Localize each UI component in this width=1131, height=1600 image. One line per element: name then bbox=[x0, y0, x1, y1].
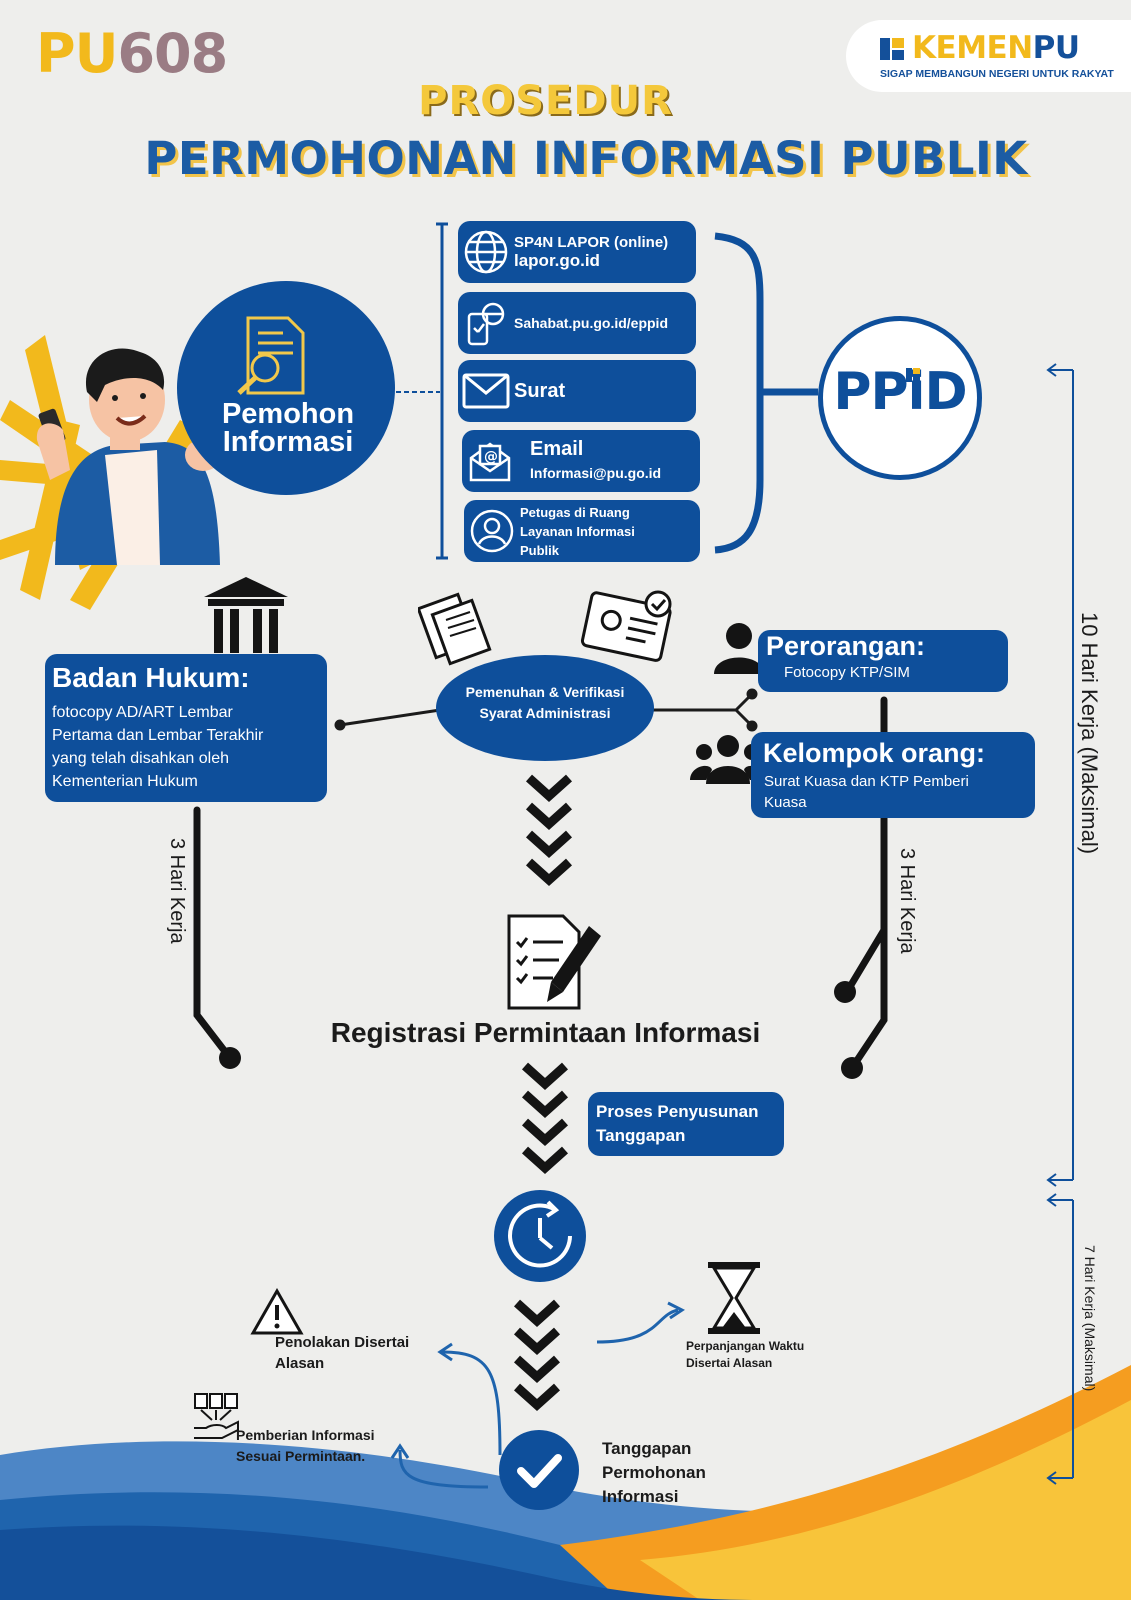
hourglass-icon bbox=[708, 1262, 760, 1334]
checklist-pen-icon bbox=[507, 914, 601, 1010]
verifikasi-ellipse bbox=[436, 655, 654, 761]
hari-kerja-7: 7 Hari Kerja (Maksimal) bbox=[1082, 1245, 1098, 1392]
channel-eppid[interactable]: Sahabat.pu.go.id/eppid bbox=[458, 292, 696, 354]
documents-icon bbox=[418, 592, 492, 666]
id-card-check-icon bbox=[580, 590, 672, 662]
badan-hukum-title: Badan Hukum: bbox=[52, 662, 250, 693]
ppid-emblem-icon bbox=[906, 368, 920, 382]
chevrons-down-icon bbox=[513, 1299, 561, 1412]
registrasi-label: Registrasi Permintaan Informasi bbox=[330, 1017, 761, 1048]
warning-icon bbox=[250, 1288, 304, 1335]
channel-sp4n-lapor[interactable]: SP4N LAPOR (online)lapor.go.id bbox=[458, 221, 696, 283]
pu608-logo: PU608 bbox=[36, 22, 228, 85]
globe-icon bbox=[458, 224, 514, 280]
mobile-web-icon bbox=[458, 295, 514, 351]
hand-documents-icon bbox=[194, 1393, 239, 1439]
user-circle-icon bbox=[464, 503, 520, 559]
title-main: PERMOHONAN INFORMASI PUBLIK bbox=[144, 132, 1028, 185]
chevrons-down-icon bbox=[521, 1062, 569, 1175]
perorangan-box: Perorangan: Fotocopy KTP/SIM bbox=[758, 630, 1008, 692]
kelompok-box: Kelompok orang: Surat Kuasa dan KTP Pemb… bbox=[751, 732, 1035, 818]
clock-icon bbox=[494, 1190, 586, 1282]
email-at-icon: @ bbox=[462, 433, 518, 489]
ppid-circle bbox=[818, 316, 982, 480]
title-prosedur: PROSEDUR bbox=[418, 78, 673, 124]
kemenpu-emblem-icon bbox=[880, 38, 904, 60]
hari-kerja-10: 10 Hari Kerja (Maksimal) bbox=[1077, 612, 1102, 855]
kelompok-title: Kelompok orang: bbox=[763, 738, 986, 768]
envelope-icon bbox=[458, 363, 514, 419]
channel-surat[interactable]: Surat bbox=[458, 360, 696, 422]
document-search-icon bbox=[237, 316, 305, 395]
hari-kerja-right: 3 Hari Kerja bbox=[896, 848, 918, 954]
svg-text:@: @ bbox=[484, 449, 498, 465]
ppid-label: PPiD bbox=[833, 362, 967, 422]
kemenpu-wordmark: KEMENPU bbox=[912, 30, 1080, 66]
person-icon bbox=[714, 623, 764, 674]
perorangan-desc: Fotocopy KTP/SIM bbox=[784, 664, 910, 681]
hari-kerja-left: 3 Hari Kerja bbox=[166, 838, 188, 944]
kemenpu-tagline: SIGAP MEMBANGUN NEGERI UNTUK RAKYAT bbox=[880, 68, 1114, 80]
chevrons-down-icon bbox=[525, 774, 573, 887]
proses-box: Proses Penyusunan Tanggapan bbox=[588, 1092, 784, 1156]
check-circle-icon bbox=[499, 1430, 579, 1510]
perorangan-title: Perorangan: bbox=[766, 631, 926, 661]
